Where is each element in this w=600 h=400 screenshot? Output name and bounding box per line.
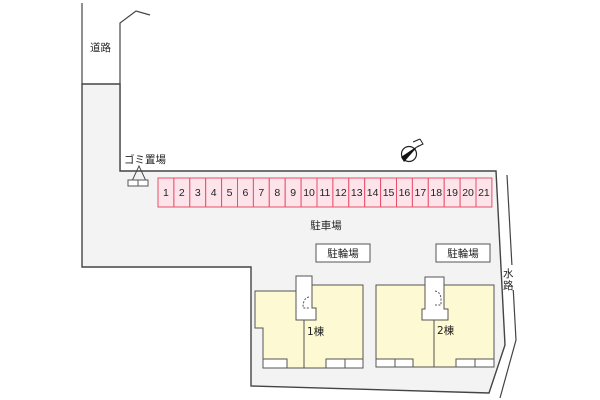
parking-space[interactable]: 2	[173, 177, 191, 208]
garbage-area: ゴミ置場	[124, 153, 166, 187]
svg-text:8: 8	[274, 187, 280, 199]
building-1[interactable]: 1棟	[254, 275, 364, 369]
building-2-balcony-4	[474, 358, 495, 368]
waterway-label-bg	[503, 265, 515, 290]
building-2-balcony-1	[375, 358, 396, 368]
road-right-edge	[119, 10, 151, 171]
building-1-unit-right	[303, 284, 364, 369]
parking-space[interactable]: 17	[411, 177, 429, 208]
waterway: 水 路	[499, 174, 517, 399]
building-1-stairwell	[295, 275, 317, 321]
parking-spaces: 1 2 3 4 5 6 7 8 9 10 11 12 13 14 15 16 1…	[157, 177, 493, 208]
svg-text:20: 20	[462, 187, 474, 199]
building-2-balcony-3	[455, 358, 476, 368]
svg-text:10: 10	[303, 187, 315, 199]
waterway-edge	[499, 174, 517, 399]
parking-space[interactable]: 16	[396, 177, 413, 208]
parking-space[interactable]: 1	[157, 177, 175, 208]
svg-text:21: 21	[478, 187, 490, 199]
garbage-bin-2	[137, 179, 149, 187]
svg-text:19: 19	[446, 187, 458, 199]
parking-space[interactable]: 19	[443, 177, 461, 208]
parking-space[interactable]: 13	[348, 177, 366, 208]
bicycle-parking-1-label: 駐輪場	[327, 247, 359, 260]
parking-space[interactable]: 7	[252, 177, 270, 208]
building-2-unit-left	[375, 284, 435, 368]
svg-text:5: 5	[227, 187, 233, 199]
building-2[interactable]: 2棟	[375, 276, 495, 368]
parking-space[interactable]: 14	[364, 177, 382, 208]
svg-text:6: 6	[243, 187, 249, 199]
svg-text:12: 12	[335, 187, 347, 199]
building-1-door-swing	[302, 296, 310, 309]
building-2-stairwell	[421, 276, 449, 321]
building-1-label: 1棟	[307, 325, 325, 338]
waterway-label-char-1: 水	[503, 268, 514, 280]
svg-text:14: 14	[367, 187, 379, 199]
parking-space[interactable]: 20	[459, 177, 477, 208]
svg-text:9: 9	[290, 187, 296, 199]
building-2-label: 2棟	[437, 324, 455, 337]
parking-space[interactable]: 4	[205, 177, 223, 208]
building-2-balcony-2	[394, 358, 414, 368]
parking-space[interactable]: 8	[268, 177, 286, 208]
parking-space[interactable]: 18	[427, 177, 445, 208]
bicycle-parking-1: 駐輪場	[315, 243, 371, 263]
parking-space[interactable]: 11	[316, 177, 334, 208]
svg-text:15: 15	[383, 187, 395, 199]
svg-text:1: 1	[163, 187, 169, 199]
parking-space[interactable]: 9	[284, 177, 302, 208]
bicycle-parking-2-label: 駐輪場	[447, 247, 479, 260]
parking-space[interactable]: 21	[475, 177, 493, 208]
svg-text:11: 11	[319, 187, 330, 199]
parking-space[interactable]: 3	[189, 177, 207, 208]
parking-space[interactable]: 15	[380, 177, 398, 208]
parking-space[interactable]: 5	[221, 177, 239, 208]
road-label: 道路	[90, 41, 111, 54]
svg-text:7: 7	[258, 187, 264, 199]
garbage-bin-1	[127, 179, 139, 187]
parking-space[interactable]: 6	[237, 177, 254, 208]
building-1-balcony-2	[325, 358, 346, 369]
svg-text:17: 17	[415, 187, 427, 199]
parking-space[interactable]: 10	[300, 177, 318, 208]
garbage-pointer	[131, 164, 147, 182]
parking-lot-label: 駐車場	[310, 219, 342, 232]
svg-text:18: 18	[430, 187, 442, 199]
north-arrow-icon	[400, 138, 424, 163]
waterway-label-char-2: 路	[503, 279, 514, 292]
svg-text:3: 3	[195, 187, 201, 199]
bicycle-parking-2: 駐輪場	[435, 243, 491, 263]
building-1-balcony-3	[344, 358, 364, 369]
svg-text:16: 16	[399, 187, 411, 199]
svg-text:13: 13	[351, 187, 363, 199]
svg-text:4: 4	[211, 187, 217, 199]
building-2-door-swing	[434, 290, 442, 306]
building-1-balcony-1	[262, 358, 288, 369]
svg-text:2: 2	[179, 187, 185, 199]
parking-space[interactable]: 12	[332, 177, 350, 208]
garbage-area-label: ゴミ置場	[124, 153, 166, 166]
